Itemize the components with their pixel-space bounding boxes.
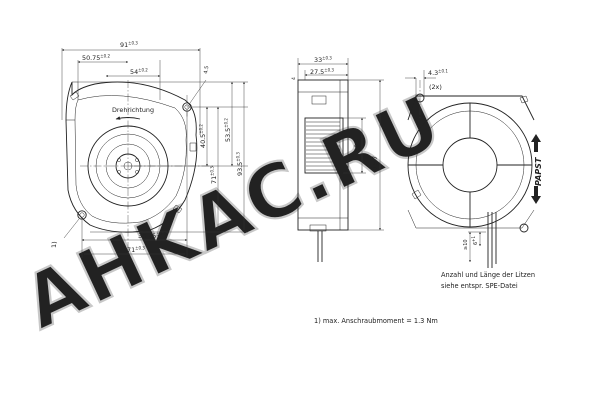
callout-leader xyxy=(63,218,80,239)
rear-tab-1 xyxy=(411,189,422,200)
dim-40-5: 40.5±0.2 xyxy=(199,124,208,148)
dim-total: 76.7 xyxy=(371,156,379,170)
front-hub-screw-3 xyxy=(117,170,121,174)
rotation-label: Drehrichtung xyxy=(112,106,154,114)
front-hub-screw-1 xyxy=(117,158,121,162)
rear-arrow-down-icon xyxy=(531,186,541,204)
dim-depth: 33±0.3 xyxy=(314,56,332,65)
callout-1: 1) xyxy=(50,241,58,248)
rear-hub xyxy=(442,137,498,193)
rear-outlet-flange xyxy=(407,95,535,121)
dim-base-width: 71±0.3 xyxy=(127,246,145,255)
front-tab-2 xyxy=(172,204,183,214)
dim-small: 4 xyxy=(291,77,297,80)
side-housing xyxy=(297,79,349,231)
hole-dia-label: 4.5 xyxy=(203,65,210,74)
rear-hole-count: (2x) xyxy=(429,83,442,91)
rear-logo-text: PAPST xyxy=(534,157,543,186)
front-hub-screw-4 xyxy=(135,170,139,174)
dim-hub-x: 38.25±0.2 xyxy=(138,232,166,241)
rear-lead-len: ≥10 xyxy=(463,239,469,250)
side-top-boss xyxy=(311,95,327,105)
dim-hole-offset: 54±0.2 xyxy=(130,68,148,77)
rear-leads xyxy=(487,212,497,268)
side-impeller-blades xyxy=(306,121,340,171)
leads-note-line1: Anzahl und Länge der Litzen xyxy=(441,271,535,279)
rear-mount-hole-right xyxy=(519,223,529,233)
hole-dia-leader xyxy=(189,79,207,104)
front-tab-1 xyxy=(69,91,80,101)
rear-lower-flange xyxy=(407,209,535,229)
side-inlet xyxy=(304,117,344,174)
dim-outlet: 50.75±0.2 xyxy=(82,54,110,63)
side-view: 33±0.3 27.5±0.3 4 38.7 76.7 xyxy=(291,56,384,262)
front-mount-hole-bottom-inner xyxy=(79,212,85,218)
front-hub-screw-2 xyxy=(135,158,139,162)
leads-note-line2: siehe entspr. SPE-Datei xyxy=(441,282,518,290)
rotation-arrow-icon xyxy=(115,116,141,120)
front-tab-3 xyxy=(189,142,197,152)
dim-53-5: 53.5±0.2 xyxy=(224,118,233,142)
rear-tab-2 xyxy=(519,95,529,104)
rear-arrow-up-icon xyxy=(531,134,541,152)
footnote: 1) max. Anschraubmoment = 1.3 Nm xyxy=(314,317,438,325)
dim-93-5: 93.5±0.3 xyxy=(236,152,245,176)
dim-depth-inner: 27.5±0.3 xyxy=(310,68,334,77)
dim-inlet: 38.7 xyxy=(353,138,361,152)
rear-hole-dim: 4.3±0.1 xyxy=(428,69,448,78)
front-housing-inner xyxy=(74,95,187,224)
rear-lead-off: 6+1 xyxy=(471,235,479,245)
front-view: Drehrichtung 91±0.3 50.75±0.2 54±0.2 38.… xyxy=(50,41,248,258)
dim-71: 71±0.3 xyxy=(210,166,219,184)
front-mount-hole-bottom xyxy=(77,210,87,220)
rear-view: PAPST 4.3±0.1 (2x) ≥10 6+1 xyxy=(405,69,543,268)
dim-width: 91±0.3 xyxy=(120,41,138,50)
